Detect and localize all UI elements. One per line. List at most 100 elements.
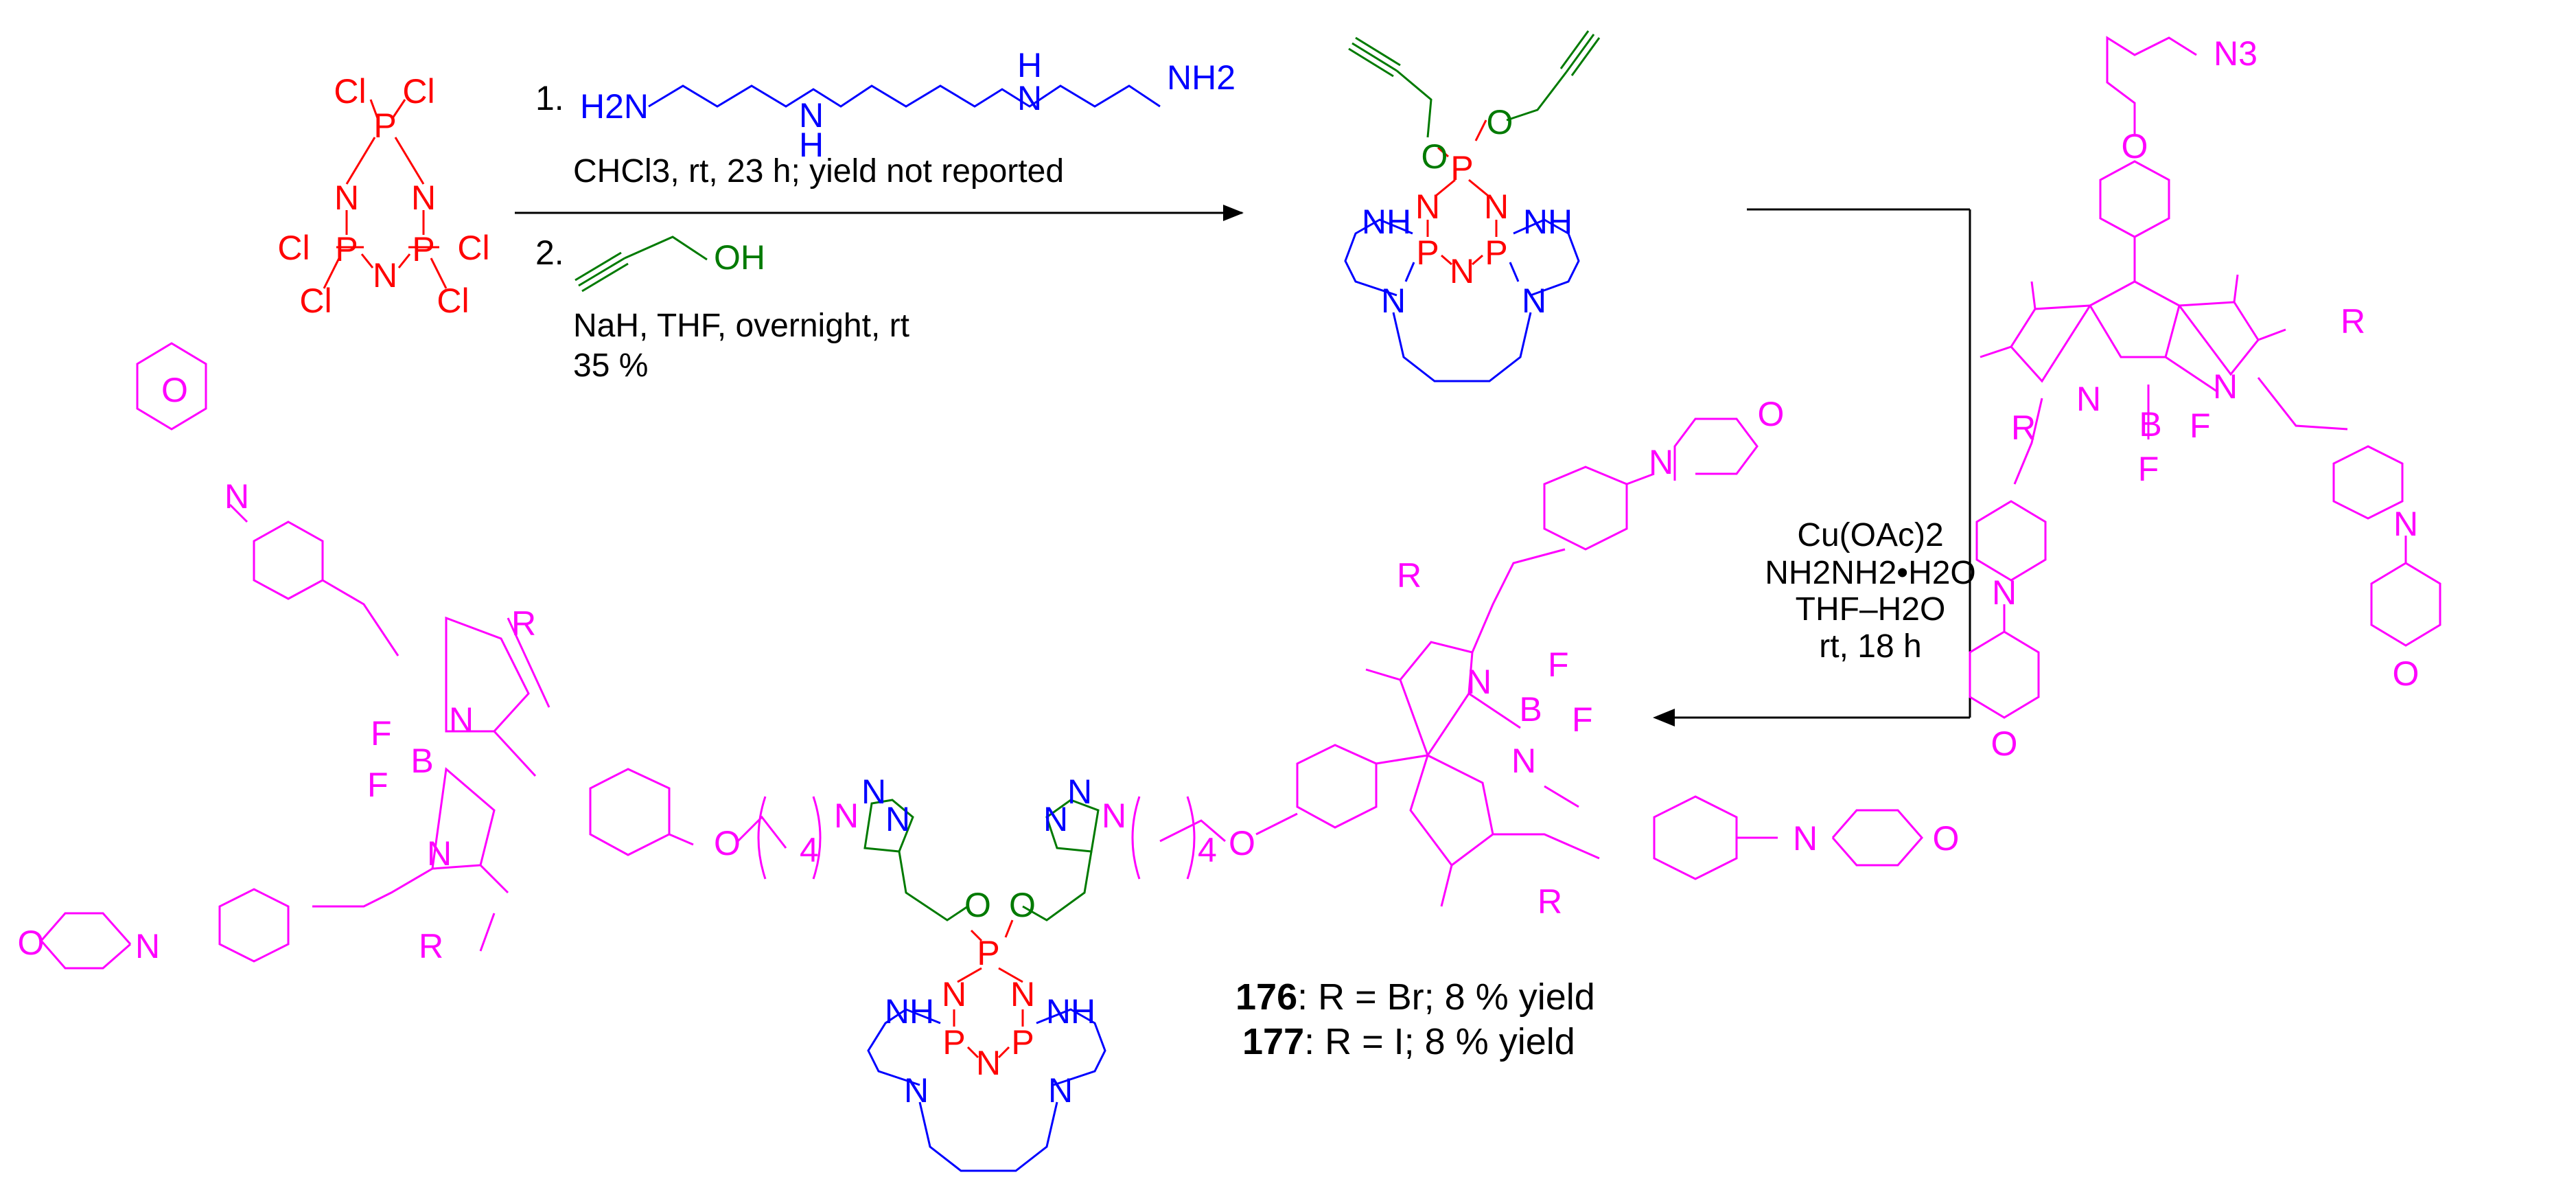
triazole-n: N	[1043, 800, 1068, 838]
atom-o: O	[1487, 103, 1513, 141]
alcohol-oh: OH	[714, 238, 765, 277]
amine-h: H	[799, 126, 824, 164]
atom-p-right: P	[412, 230, 434, 268]
atom-n: N	[976, 1044, 1001, 1082]
atom-f: F	[367, 766, 388, 804]
click-arrow-head	[1653, 709, 1675, 726]
step-1-conditions: CHCl3, rt, 23 h; yield not reported	[573, 153, 1064, 190]
substituent-r: R	[419, 927, 443, 965]
substituent-r: R	[1538, 882, 1562, 921]
condition-reductant: NH2NH2•H2O	[1765, 555, 1976, 591]
chain-subscript: 4	[800, 831, 819, 869]
atom-cl: Cl	[402, 72, 434, 111]
atom-o: O	[1009, 886, 1036, 924]
atom-p-spiro-top: P	[977, 934, 999, 972]
dipropargyl-phosphazene-intermediate: O O P N N P P N NH NH N N	[1344, 30, 1601, 382]
propargyl-alcohol	[575, 236, 708, 293]
atom-p: P	[1416, 233, 1439, 272]
atom-cl: Cl	[334, 72, 366, 111]
atom-f: F	[2190, 407, 2211, 445]
step-2-reagent: 2. OH NaH, THF, overnight, rt 35 %	[535, 233, 909, 384]
atom-f: F	[371, 714, 392, 753]
substituent-r: R	[1397, 556, 1422, 595]
atom-o: O	[1933, 819, 1960, 858]
atom-nh: NH	[1046, 992, 1095, 1031]
atom-cl: Cl	[437, 282, 469, 320]
atom-o: O	[2122, 127, 2148, 165]
atom-o: O	[18, 924, 45, 962]
atom-o: O	[1991, 724, 2018, 763]
amine-n: N	[1017, 79, 1042, 117]
step-2-number: 2.	[535, 233, 564, 272]
atom-n: N	[1522, 282, 1546, 320]
atom-f: F	[1572, 700, 1593, 739]
atom-b: B	[2139, 405, 2161, 444]
atom-o: O	[1758, 395, 1785, 433]
atom-n: N	[1381, 282, 1406, 320]
atom-f: F	[1548, 645, 1569, 684]
atom-n: N	[427, 834, 452, 873]
compound-captions: 176: R = Br; 8 % yield 177: R = I; 8 % y…	[1235, 976, 1595, 1062]
step-2-conditions: NaH, THF, overnight, rt	[573, 308, 909, 344]
reaction-arrows	[515, 208, 1971, 719]
substituent-r: R	[2011, 409, 2036, 447]
condition-catalyst: Cu(OAc)2	[1797, 517, 1943, 553]
atom-p: P	[1011, 1023, 1034, 1062]
atom-n: N	[224, 477, 249, 516]
atom-n-bottom: N	[373, 256, 397, 295]
atom-n: N	[2213, 367, 2238, 406]
atom-n-left: N	[334, 179, 359, 217]
atom-f: F	[2138, 450, 2159, 488]
atom-o: O	[161, 371, 188, 409]
atom-o: O	[2393, 654, 2420, 693]
atom-o: O	[1422, 137, 1448, 176]
atom-n: N	[1467, 663, 1492, 701]
atom-n: N	[1450, 252, 1474, 290]
atom-n: N	[1484, 187, 1509, 226]
amine-nh2: NH2	[1167, 58, 1235, 97]
triazole-n: N	[885, 800, 910, 838]
substituent-r: R	[511, 604, 536, 643]
atom-n: N	[1511, 742, 1536, 780]
atom-n: N	[1793, 819, 1818, 858]
chain-subscript: 4	[1198, 831, 1217, 869]
atom-b: B	[1519, 690, 1542, 729]
atom-cl: Cl	[277, 229, 310, 267]
atom-nh: NH	[1362, 203, 1411, 241]
hexachlorophosphazene: P N N P P N Cl Cl Cl Cl Cl Cl	[277, 72, 489, 320]
click-conditions: Cu(OAc)2 NH2NH2•H2O THF–H2O rt, 18 h	[1765, 517, 1976, 665]
atom-cl: Cl	[457, 229, 489, 267]
caption-176: 176: R = Br; 8 % yield	[1235, 976, 1595, 1018]
atom-p-left: P	[335, 230, 358, 268]
atom-n: N	[2393, 505, 2418, 543]
spermine-chain	[648, 84, 1161, 108]
atom-n: N	[1010, 975, 1035, 1014]
atom-n: N	[1048, 1071, 1073, 1110]
step-2-yield: 35 %	[573, 347, 648, 384]
atom-p-spiro-top: P	[1450, 149, 1473, 187]
atom-p: P	[1485, 233, 1507, 272]
atom-b: B	[410, 742, 433, 780]
caption-177: 177: R = I; 8 % yield	[1242, 1021, 1575, 1062]
bis-bodipy-product: O N R N B F F N R N O O 4 N N N O	[18, 342, 1960, 1172]
azide-label: N3	[2214, 34, 2258, 73]
atom-n: N	[1992, 573, 2017, 612]
azido-bodipy-reagent: N3 O R R N N B F F N O N O	[1969, 34, 2441, 763]
triazole-n: N	[861, 773, 886, 811]
atom-n-right: N	[411, 179, 436, 217]
atom-cl: Cl	[299, 282, 332, 320]
atom-n: N	[904, 1071, 929, 1110]
atom-n: N	[135, 927, 160, 965]
atom-n: N	[942, 975, 966, 1014]
atom-n: N	[1649, 443, 1673, 481]
atom-nh: NH	[885, 992, 934, 1031]
atom-p-top: P	[373, 106, 396, 145]
amine-h: H	[1017, 46, 1042, 84]
triazole-n: N	[1102, 797, 1126, 835]
atom-o: O	[964, 886, 991, 924]
atom-o: O	[714, 824, 741, 862]
amine-n: N	[799, 96, 824, 135]
triazole-n: N	[1067, 773, 1092, 811]
step-1-number: 1.	[535, 79, 564, 117]
